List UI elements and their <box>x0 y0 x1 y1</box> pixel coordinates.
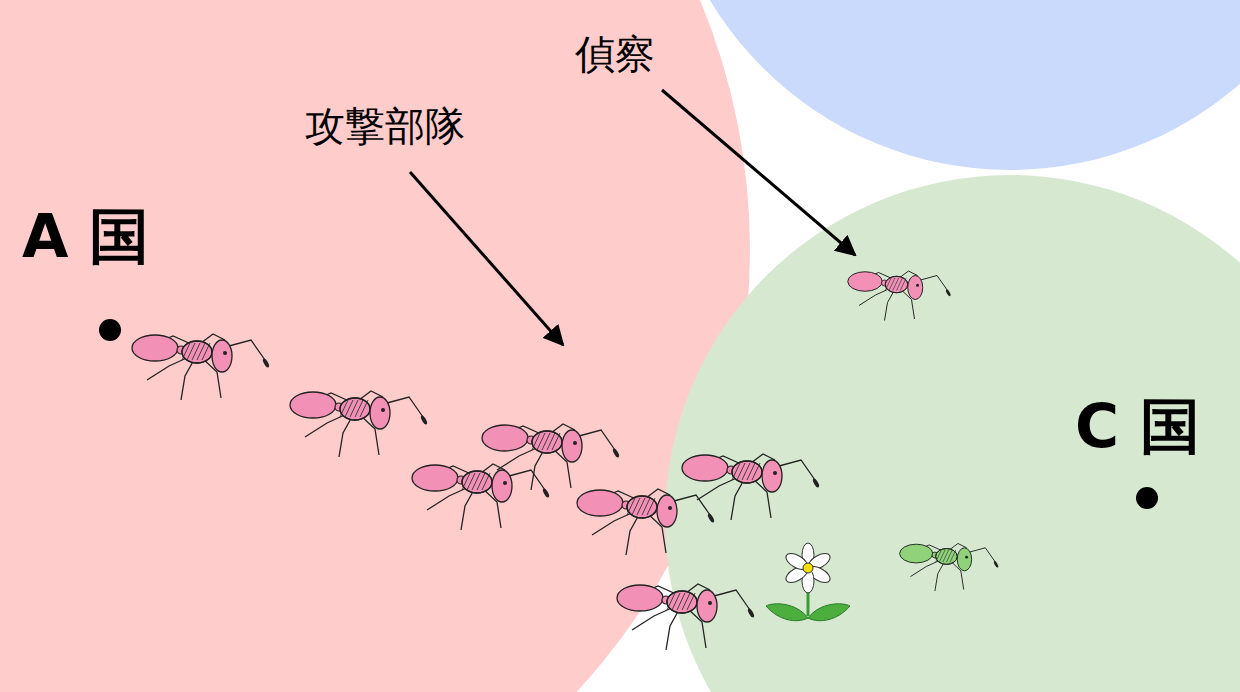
attack-ant <box>682 454 820 520</box>
attack-ant <box>132 334 270 400</box>
region-fill <box>665 175 1240 692</box>
capital-dot <box>1136 487 1158 509</box>
country-name: C 国 <box>1075 396 1200 456</box>
region-fill <box>0 0 750 692</box>
attack-ant <box>617 584 755 650</box>
country-name: A 国 <box>22 206 149 266</box>
capital-dot <box>99 319 121 341</box>
flower <box>766 543 850 621</box>
scout-label: 偵察 <box>575 34 655 74</box>
attack-ant <box>412 464 550 530</box>
attack-ant <box>577 489 715 555</box>
defender-ant <box>900 543 1000 591</box>
attack-unit-label: 攻撃部隊 <box>305 106 465 146</box>
attack-ant <box>290 391 428 457</box>
scout-ant <box>848 271 952 321</box>
leader-arrow <box>662 90 855 255</box>
leader-arrow <box>410 172 563 345</box>
blue-country-region <box>660 0 1240 170</box>
